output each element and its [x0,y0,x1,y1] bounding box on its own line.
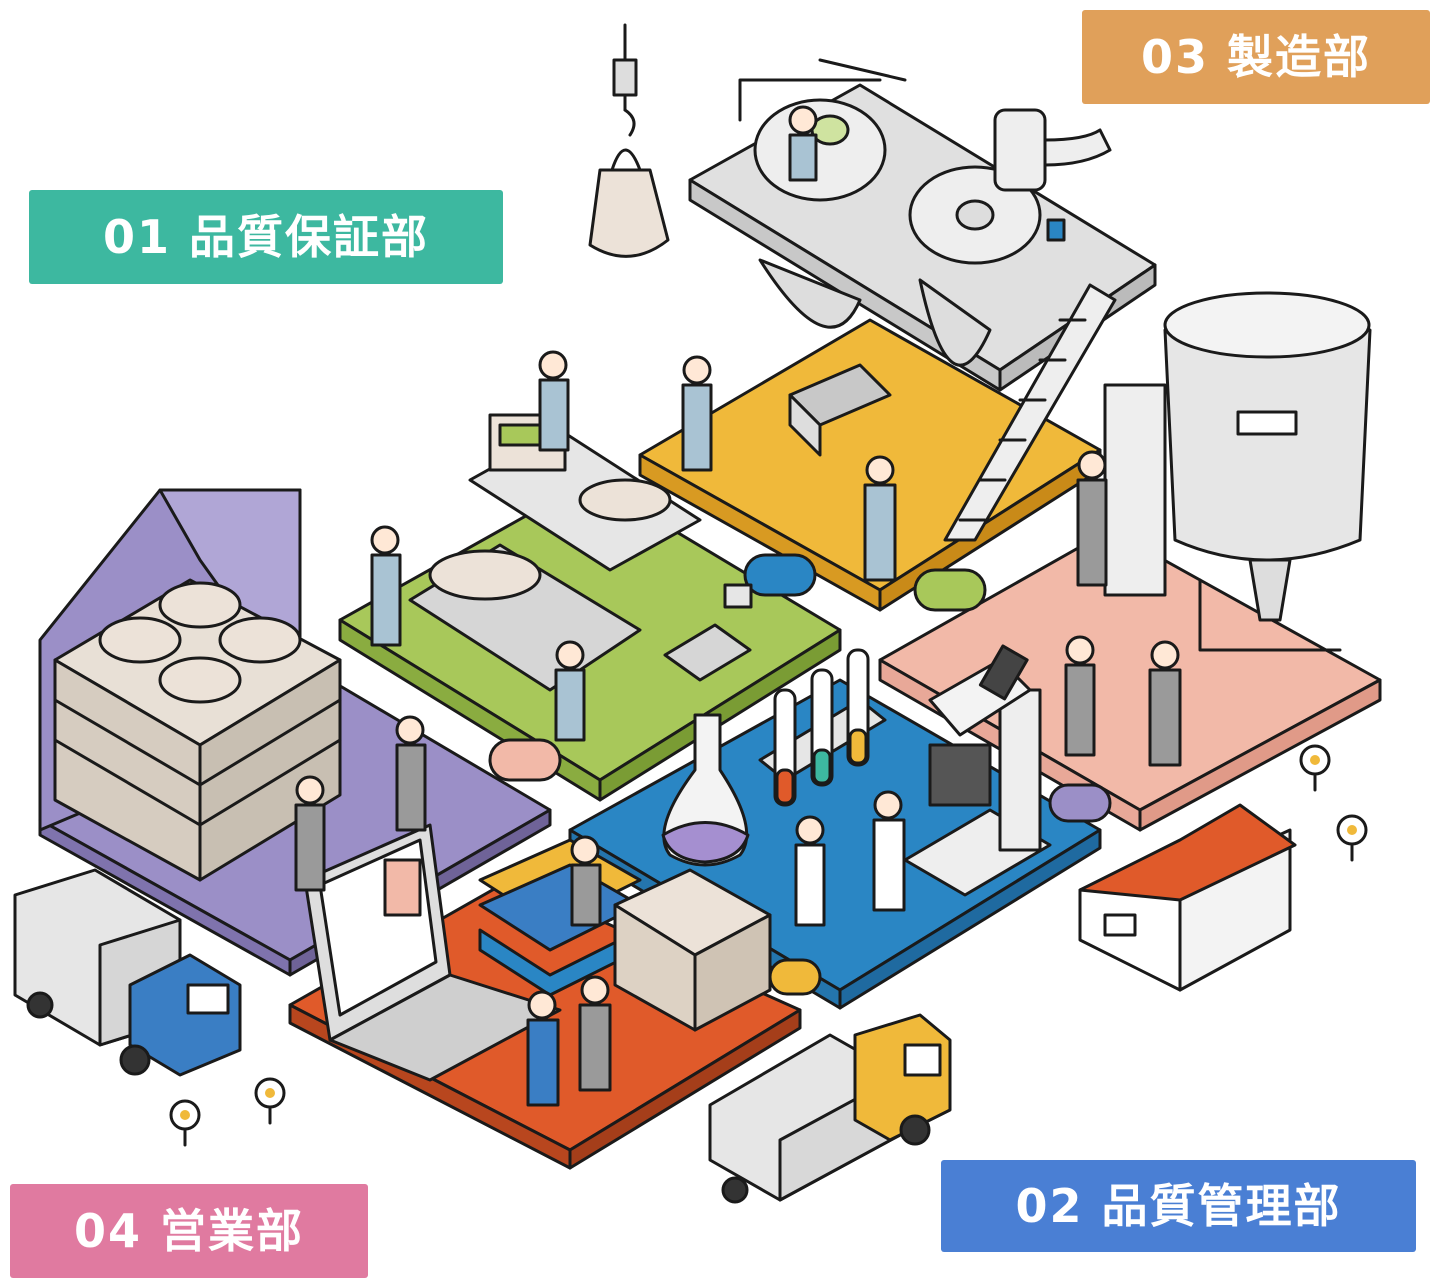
worker-icon [294,775,326,892]
label-quality-control: 02 品質管理部 [941,1160,1416,1252]
test-tubes-icon [758,648,887,807]
zone-connectors [488,553,1112,996]
worker-icon [370,525,402,647]
laptop-icon [303,823,562,1082]
worker-icon [681,355,713,472]
truck-icon [13,868,242,1077]
ladder-icon [943,283,1117,542]
worker-icon [794,815,826,927]
worker-icon [788,105,818,182]
crane-bag-icon [588,23,670,258]
mixer-tank-icon [1103,291,1372,652]
boxes-icon [613,868,772,1032]
flower-icon [1336,814,1368,862]
worker-icon [1064,635,1096,757]
worker-icon [578,975,612,1092]
worker-icon [570,835,602,927]
label-sales: 04 営業部 [10,1184,368,1278]
worker-icon [1076,450,1108,587]
worker-icon [554,640,586,742]
label-manufacturing: 03 製造部 [1082,10,1430,104]
worker-icon [395,715,427,832]
worker-icon [1148,640,1182,767]
worker-icon [526,990,560,1107]
scale-icon [663,583,753,682]
worker-icon [538,350,570,452]
cart-icon [788,363,892,457]
label-quality-assurance: 01 品質保証部 [29,190,503,284]
worker-icon [863,455,897,582]
cyclone-icon [758,108,1112,367]
flask-icon [661,713,750,867]
flower-icon [1299,744,1331,792]
house-icon [1078,803,1297,992]
microscope-icon [903,644,1052,897]
flower-icon [254,1077,286,1125]
truck-icon [708,1013,952,1204]
flower-icon [169,1099,201,1147]
pallet-bags-icon [53,578,342,882]
worker-icon [872,790,906,912]
